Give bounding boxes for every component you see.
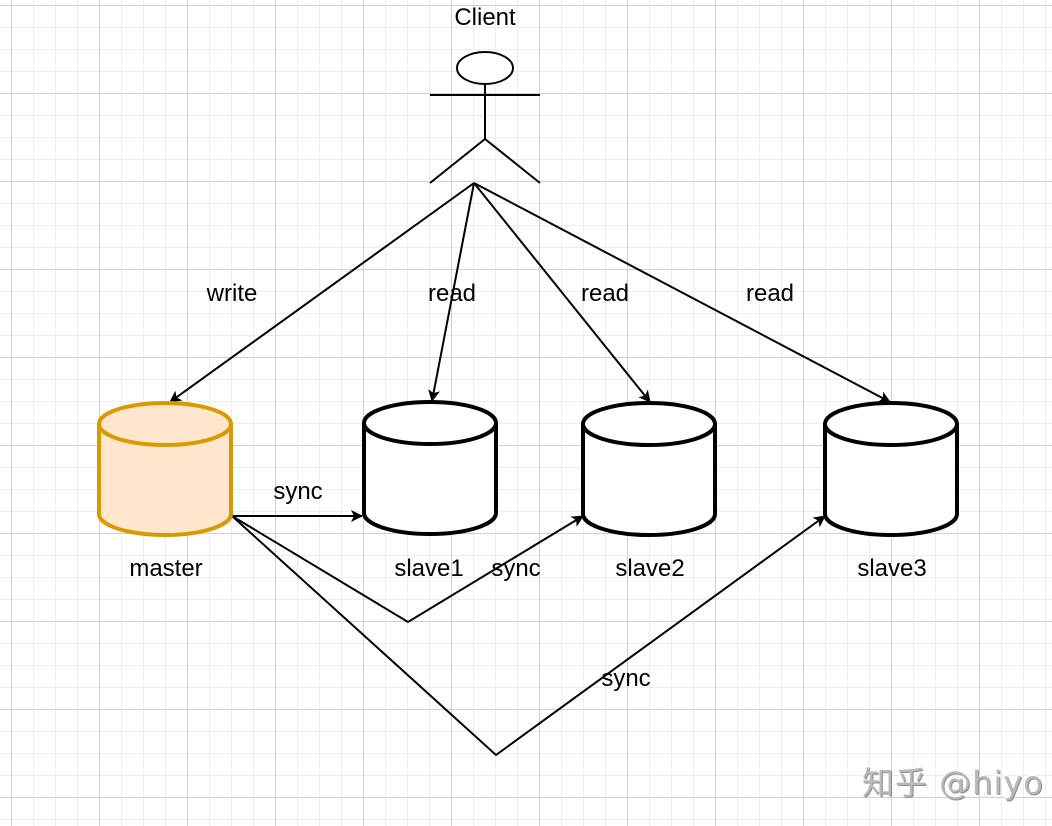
edge-sync-slave3[interactable] xyxy=(231,515,826,757)
slave1-label: slave1 xyxy=(394,555,464,582)
edge-write-master[interactable] xyxy=(169,182,475,403)
slave3-database-icon[interactable] xyxy=(823,401,959,537)
edge-label-sync-slave3: sync xyxy=(601,665,651,692)
watermark: 知乎 @hiyo xyxy=(862,764,1044,802)
client-label: Client xyxy=(454,4,516,31)
slave1-database-icon[interactable] xyxy=(362,400,498,536)
edge-sync-slave2[interactable] xyxy=(231,515,584,624)
edge-label-read-slave2: read xyxy=(580,280,630,307)
edge-read-slave2[interactable] xyxy=(473,182,651,403)
client-actor-icon[interactable] xyxy=(429,51,541,184)
slave3-label: slave3 xyxy=(857,555,927,582)
slave2-label: slave2 xyxy=(615,555,685,582)
slave2-database-icon[interactable] xyxy=(581,401,717,537)
edge-read-slave3[interactable] xyxy=(473,182,891,403)
master-database-icon[interactable] xyxy=(97,401,233,537)
edge-label-sync-slave1: sync xyxy=(273,478,323,505)
edge-label-sync-slave2: sync xyxy=(491,555,541,582)
master-label: master xyxy=(129,555,203,582)
edge-read-slave1[interactable] xyxy=(428,182,475,402)
edge-label-read-slave3: read xyxy=(745,280,795,307)
edge-label-write: write xyxy=(206,280,258,307)
edge-label-read-slave1: read xyxy=(427,280,477,307)
